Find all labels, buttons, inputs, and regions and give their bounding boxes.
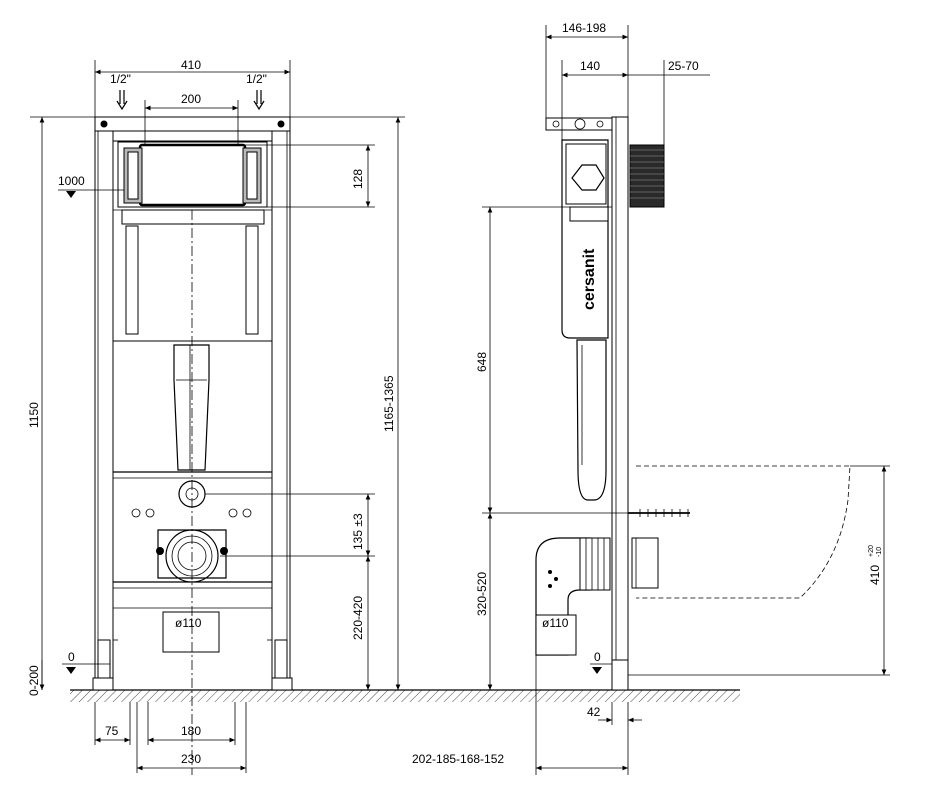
dim-bowl-tol-minus: -10 <box>876 547 883 557</box>
level-triangle-icon <box>592 667 602 674</box>
dim-foot-offset: 75 <box>105 724 119 738</box>
dim-zero-side: 0 <box>594 650 601 664</box>
dim-drain-offset: 135 ±3 <box>351 513 365 550</box>
dim-pipe-diameter-front: ø110 <box>175 616 202 630</box>
button-frame-ridged <box>629 144 665 208</box>
toilet-bowl-outline <box>636 465 851 599</box>
dim-bowl-height: 410 <box>868 565 882 585</box>
dim-top-width: 410 <box>181 58 201 72</box>
dim-wall-gap: 42 <box>587 705 601 719</box>
brand-logo: cersanit <box>581 248 598 310</box>
dim-thread-left: 1/2" <box>110 72 131 86</box>
dim-bottom-width: 230 <box>181 752 201 766</box>
dim-height-total: 1150 <box>27 402 41 428</box>
side-cistern-tank <box>561 139 609 339</box>
front-view: 410 1/2" 1/2" 200 1150 1000 128 1165-136… <box>27 58 405 775</box>
drain-pipe-front <box>162 611 220 653</box>
dim-height-tank: 648 <box>475 352 489 372</box>
dim-drain-height: 220-420 <box>351 596 365 640</box>
arrow-down-icon <box>253 90 265 111</box>
dim-pipe-diameter-side: ø110 <box>542 616 569 630</box>
dim-zero-front: 0 <box>68 650 75 664</box>
dim-thread-right: 1/2" <box>246 72 267 86</box>
dim-drain-height-side: 320-520 <box>475 572 489 616</box>
dim-button-height: 128 <box>351 169 365 189</box>
arrow-down-icon <box>116 90 128 111</box>
dim-wall-range: 25-70 <box>668 59 699 73</box>
dim-bowl-tol-plus: +20 <box>868 545 875 557</box>
dim-depth-range: 146-198 <box>562 21 606 35</box>
level-triangle-icon <box>66 667 76 674</box>
floor <box>70 689 740 702</box>
mounting-bolts <box>131 508 252 518</box>
dim-adjustable-height: 1165-1365 <box>382 375 396 432</box>
side-frame-upright <box>611 116 629 691</box>
flush-button-plate <box>138 143 247 207</box>
side-view: cersanit 146-198 <box>412 21 890 775</box>
dim-bolt-spacing: 180 <box>181 724 201 738</box>
level-triangle-icon <box>66 191 76 198</box>
dim-foot-range: 0-200 <box>27 665 41 696</box>
dim-level-mark: 1000 <box>58 174 85 188</box>
dim-inner-width: 200 <box>181 92 201 106</box>
dim-depth: 140 <box>580 59 600 73</box>
dim-bottom-range: 202-185-168-152 <box>412 752 504 766</box>
